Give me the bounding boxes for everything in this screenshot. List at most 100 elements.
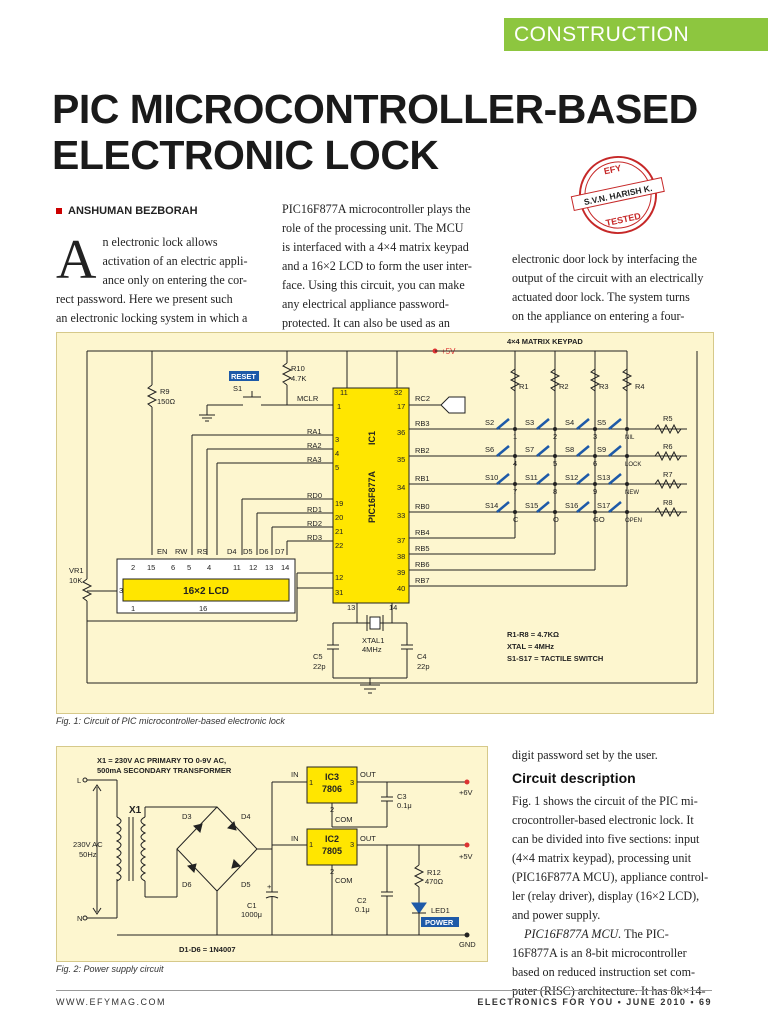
key-label: 6 xyxy=(593,459,597,468)
ic-pin-out: OUT xyxy=(360,770,376,779)
ic1-pin-label: 32 xyxy=(394,388,402,397)
diode-label: D4 xyxy=(241,812,251,821)
junction-dot xyxy=(553,482,557,486)
switch-label: S15 xyxy=(525,501,538,510)
fig2-ic3: IC3 xyxy=(325,772,339,782)
ic-pin: 3 xyxy=(350,778,354,787)
ic1-pin-label: 12 xyxy=(335,573,343,582)
svg-text:+: + xyxy=(267,882,272,891)
ic-pin-out: OUT xyxy=(360,834,376,843)
keypad-switch xyxy=(536,501,550,513)
figure-2-schematic: X1 = 230V AC PRIMARY TO 0-9V AC, 500mA S… xyxy=(56,746,488,962)
r-label: R3 xyxy=(599,382,609,391)
ic1-pin-label: 14 xyxy=(389,603,397,612)
col4-line: puter (RISC) architecture. It has 8k×14- xyxy=(512,984,706,998)
fig1-xtalv: 4MHz xyxy=(362,645,382,654)
title-line-1: PIC MICROCONTROLLER-BASED xyxy=(52,86,698,132)
pullup-resistors xyxy=(509,368,633,392)
r-label: R4 xyxy=(635,382,645,391)
bullet-icon xyxy=(56,208,62,215)
stamp-top: EFY xyxy=(603,163,622,176)
junction-dot xyxy=(513,427,517,431)
col4-line: Fig. 1 shows the circuit of the PIC mi- xyxy=(512,794,698,808)
fig2-l: L xyxy=(77,776,81,785)
switch-label: S7 xyxy=(525,445,534,454)
key-label: 5 xyxy=(553,459,557,468)
keypad-switch xyxy=(496,501,510,513)
keypad-switch xyxy=(536,445,550,457)
col4-p2-line: The PIC- xyxy=(621,927,669,941)
fig1-r10: R10 xyxy=(291,364,305,373)
col4-line: PIC16F877A MCU. The PIC- xyxy=(512,925,722,944)
col1-line: activation of an electric appli- xyxy=(102,254,248,268)
fig2-v5: +5V xyxy=(459,852,473,861)
junction-dot xyxy=(553,510,557,514)
ic1-pin-label: 31 xyxy=(335,588,343,597)
lcd-label: RW xyxy=(175,547,188,556)
lcd-pin: 11 xyxy=(233,563,241,572)
switch-label: S4 xyxy=(565,418,574,427)
lcd-pin: 1 xyxy=(131,604,135,613)
keypad-switch xyxy=(496,445,510,457)
fig2-power: POWER xyxy=(425,918,454,927)
fig1-r10v: 4.7K xyxy=(291,374,306,383)
col3-line: electronic door lock by interfacing the xyxy=(512,252,698,266)
fig1-note: S1-S17 = TACTILE SWITCH xyxy=(507,654,603,663)
fig2-ac1: 230V AC xyxy=(73,840,103,849)
lcd-pin: 15 xyxy=(147,563,155,572)
fig2-r12v: 470Ω xyxy=(425,877,444,886)
col2-line: is interfaced with a 4×4 matrix keypad xyxy=(282,240,469,254)
ic-pin: 1 xyxy=(309,778,313,787)
switch-label: S8 xyxy=(565,445,574,454)
r-label: R7 xyxy=(663,470,673,479)
junction-dot xyxy=(553,454,557,458)
fig1-vr1: VR1 xyxy=(69,566,84,575)
junction-dot xyxy=(625,510,629,514)
junction-dot xyxy=(593,427,597,431)
key-label: LOCK xyxy=(625,462,641,468)
junction-dot xyxy=(593,510,597,514)
ic1-pin-rd0: RD0 xyxy=(307,491,322,500)
junction-dot xyxy=(593,454,597,458)
section-banner: CONSTRUCTION xyxy=(504,18,768,51)
fig1-mclr: MCLR xyxy=(297,394,319,403)
lcd-label: D4 xyxy=(227,547,237,556)
figure-2-caption: Fig. 2: Power supply circuit xyxy=(56,964,164,974)
fig1-note: XTAL = 4MHz xyxy=(507,642,554,651)
ic1-pin-ra3: RA3 xyxy=(307,455,322,464)
switch-label: S3 xyxy=(525,418,534,427)
lcd-pin: 6 xyxy=(171,563,175,572)
keypad-switch xyxy=(496,473,510,485)
r-label: R8 xyxy=(663,498,673,507)
lcd-pin: 2 xyxy=(131,563,135,572)
fig2-v6: +6V xyxy=(459,788,473,797)
title-line-2: ELECTRONIC LOCK xyxy=(52,132,439,178)
ic1-pin-rd3: RD3 xyxy=(307,533,322,542)
fig2-x1: X1 xyxy=(129,805,142,816)
ic-pin-in: IN xyxy=(291,834,299,843)
switch-label: S12 xyxy=(565,473,578,482)
col4-line: (PIC16F877A MCU), appliance control- xyxy=(512,870,709,884)
fig1-note: R1-R8 = 4.7KΩ xyxy=(507,630,559,639)
switch-label: S9 xyxy=(597,445,606,454)
col2-line: role of the processing unit. The MCU xyxy=(282,221,464,235)
key-label: GO xyxy=(593,515,605,524)
fig1-lcd-label: 16×2 LCD xyxy=(183,586,229,597)
switch-label: S16 xyxy=(565,501,578,510)
col2-line: PIC16F877A microcontroller plays the xyxy=(282,202,471,216)
column-1: A n electronic lock allows activation of… xyxy=(56,232,264,328)
fig2-gnd: GND xyxy=(459,940,476,949)
switch-label: S2 xyxy=(485,418,494,427)
lcd-label: D6 xyxy=(259,547,269,556)
fig1-c4: C4 xyxy=(417,652,427,661)
column-4: digit password set by the user. Circuit … xyxy=(512,746,722,1001)
fig1-s1: S1 xyxy=(233,384,242,393)
r-label: R1 xyxy=(519,382,529,391)
diode-label: D5 xyxy=(241,880,251,889)
fig1-c4v: 22p xyxy=(417,662,430,671)
author-byline: ANSHUMAN BEZBORAH xyxy=(56,205,198,217)
fig1-svg: +5V 4×4 MATRIX KEYPAD R9 150Ω R10 4.7K R… xyxy=(69,337,698,694)
ic-pin: 1 xyxy=(309,840,313,849)
junction-dot xyxy=(625,454,629,458)
lcd-pin: 14 xyxy=(281,563,289,572)
